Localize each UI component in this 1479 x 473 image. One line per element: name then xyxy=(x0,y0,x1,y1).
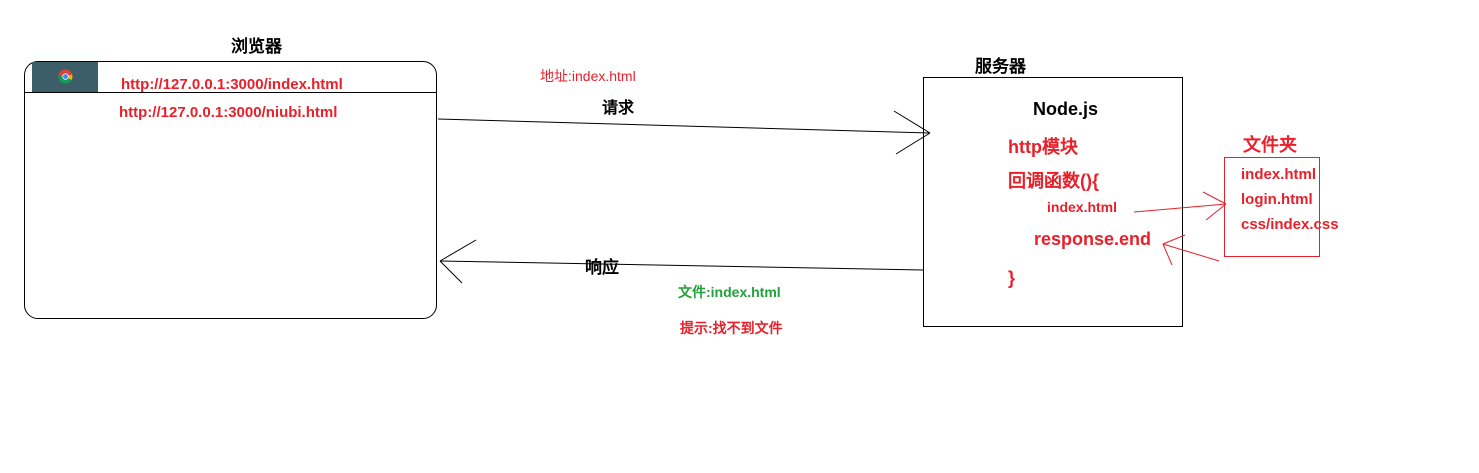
request-arrow xyxy=(437,110,931,155)
browser-window xyxy=(24,61,437,319)
index-file-label: index.html xyxy=(1047,199,1118,215)
url-index[interactable]: http://127.0.0.1:3000/index.html xyxy=(121,76,343,93)
request-address-label: 地址:index.html xyxy=(540,68,636,84)
server-box xyxy=(923,77,1183,327)
response-label: 响应 xyxy=(585,258,619,277)
server-title: 服务器 xyxy=(975,57,1026,76)
request-label: 请求 xyxy=(602,100,635,117)
closing-brace: } xyxy=(1008,268,1016,288)
folder-box xyxy=(1224,157,1320,257)
return-arrow xyxy=(1162,234,1220,266)
folder-title: 文件夹 xyxy=(1243,135,1297,155)
address-bar-divider xyxy=(24,92,437,93)
response-file-label: 文件:index.html xyxy=(678,284,781,300)
lookup-arrow xyxy=(1133,191,1227,221)
nodejs-label: Node.js xyxy=(1033,99,1099,119)
folder-file-login: login.html xyxy=(1241,191,1313,208)
response-hint-label: 提示:找不到文件 xyxy=(680,320,783,336)
browser-title: 浏览器 xyxy=(231,37,282,56)
folder-file-index: index.html xyxy=(1241,166,1317,183)
url-niubi[interactable]: http://127.0.0.1:3000/niubi.html xyxy=(119,104,338,121)
http-module-label: http模块 xyxy=(1008,137,1078,157)
response-arrow xyxy=(439,239,924,284)
chrome-icon xyxy=(58,69,73,84)
response-end-label: response.end xyxy=(1034,229,1152,249)
folder-file-css: css/index.css xyxy=(1241,216,1339,233)
callback-label: 回调函数(){ xyxy=(1008,171,1099,191)
